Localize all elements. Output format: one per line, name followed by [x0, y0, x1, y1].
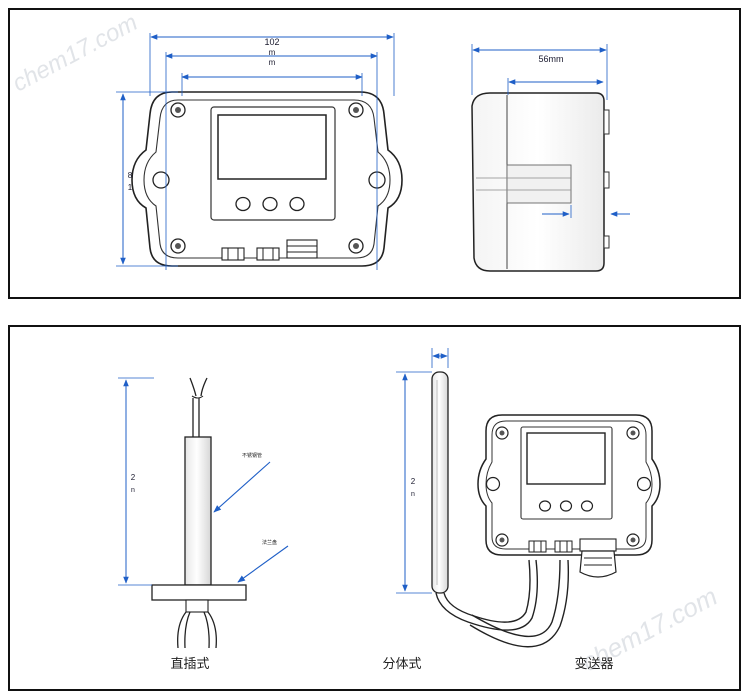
height-label-line-2: 1 — [128, 183, 133, 192]
callout-tube-label: 不锈钢管 — [242, 452, 262, 459]
probe-tube — [184, 436, 212, 586]
button-3 — [289, 196, 305, 212]
connector-middle — [256, 247, 280, 261]
side-tab-top — [603, 109, 610, 135]
remote-probe-length-dimension: 2 n — [396, 348, 449, 594]
width-label-unit-2: m — [269, 58, 276, 67]
transmitter-button-3 — [580, 500, 594, 512]
side-view — [471, 92, 610, 272]
front-height-dimension: 8 1 — [116, 91, 178, 267]
insertion-length-label-2: n — [131, 487, 135, 494]
remote-probe — [431, 371, 569, 648]
housing-inner-lip — [143, 99, 391, 259]
screw-top-right — [348, 102, 364, 118]
button-2 — [262, 196, 278, 212]
width-label: 102 — [264, 37, 279, 47]
side-tab-middle — [603, 171, 610, 189]
lcd-display — [217, 114, 327, 180]
remote-length-label: 2 — [411, 477, 416, 486]
transmitter-button-2 — [559, 500, 573, 512]
transmitter-inner-lip — [485, 420, 653, 550]
callout-flange-label: 法兰盘 — [262, 539, 277, 546]
transmitter-button-1 — [538, 500, 552, 512]
front-view — [131, 91, 403, 267]
side-depth-dimension: 56mm — [471, 44, 630, 218]
transmitter-screw-tl — [495, 426, 509, 440]
screw-top-left — [170, 102, 186, 118]
height-label: 8 — [128, 171, 133, 180]
remote-probe-rod — [431, 371, 449, 594]
front-width-dimension: 102 m m — [149, 33, 395, 270]
transmitter-mount-hole-right — [636, 476, 652, 492]
transmitter-display — [526, 432, 606, 485]
transmitter-screw-br — [626, 533, 640, 547]
remote-length-label-2: n — [411, 491, 415, 498]
insertion-probe — [151, 377, 247, 649]
width-label-unit-1: m — [269, 48, 276, 57]
insertion-caption: 直插式 — [170, 657, 209, 672]
side-recess — [506, 164, 572, 204]
mount-hole-left — [152, 171, 170, 189]
depth-label: 56mm — [538, 54, 563, 64]
cable-gland-front — [286, 239, 318, 259]
transmitter-mount-hole-left — [485, 476, 501, 492]
transmitter-caption: 变送器 — [574, 656, 613, 672]
transmitter-screw-bl — [495, 533, 509, 547]
insertion-length-label: 2 — [131, 473, 136, 482]
connector-left — [221, 247, 245, 261]
callout-flange: 法兰盘 — [237, 539, 289, 583]
remote-caption: 分体式 — [382, 657, 421, 672]
screw-bottom-right — [348, 238, 364, 254]
transmitter — [477, 414, 661, 578]
button-1 — [235, 196, 251, 212]
probe-flange — [151, 584, 247, 601]
side-tab-bottom — [603, 235, 610, 249]
screw-bottom-left — [170, 238, 186, 254]
transmitter-screw-tr — [626, 426, 640, 440]
callout-tube: 不锈钢管 — [213, 452, 271, 513]
transmitter-connector-2 — [554, 540, 573, 553]
insertion-probe-length-dimension: 2 n — [118, 377, 154, 586]
transmitter-cable-gland — [579, 538, 617, 578]
transmitter-connector-1 — [528, 540, 547, 553]
